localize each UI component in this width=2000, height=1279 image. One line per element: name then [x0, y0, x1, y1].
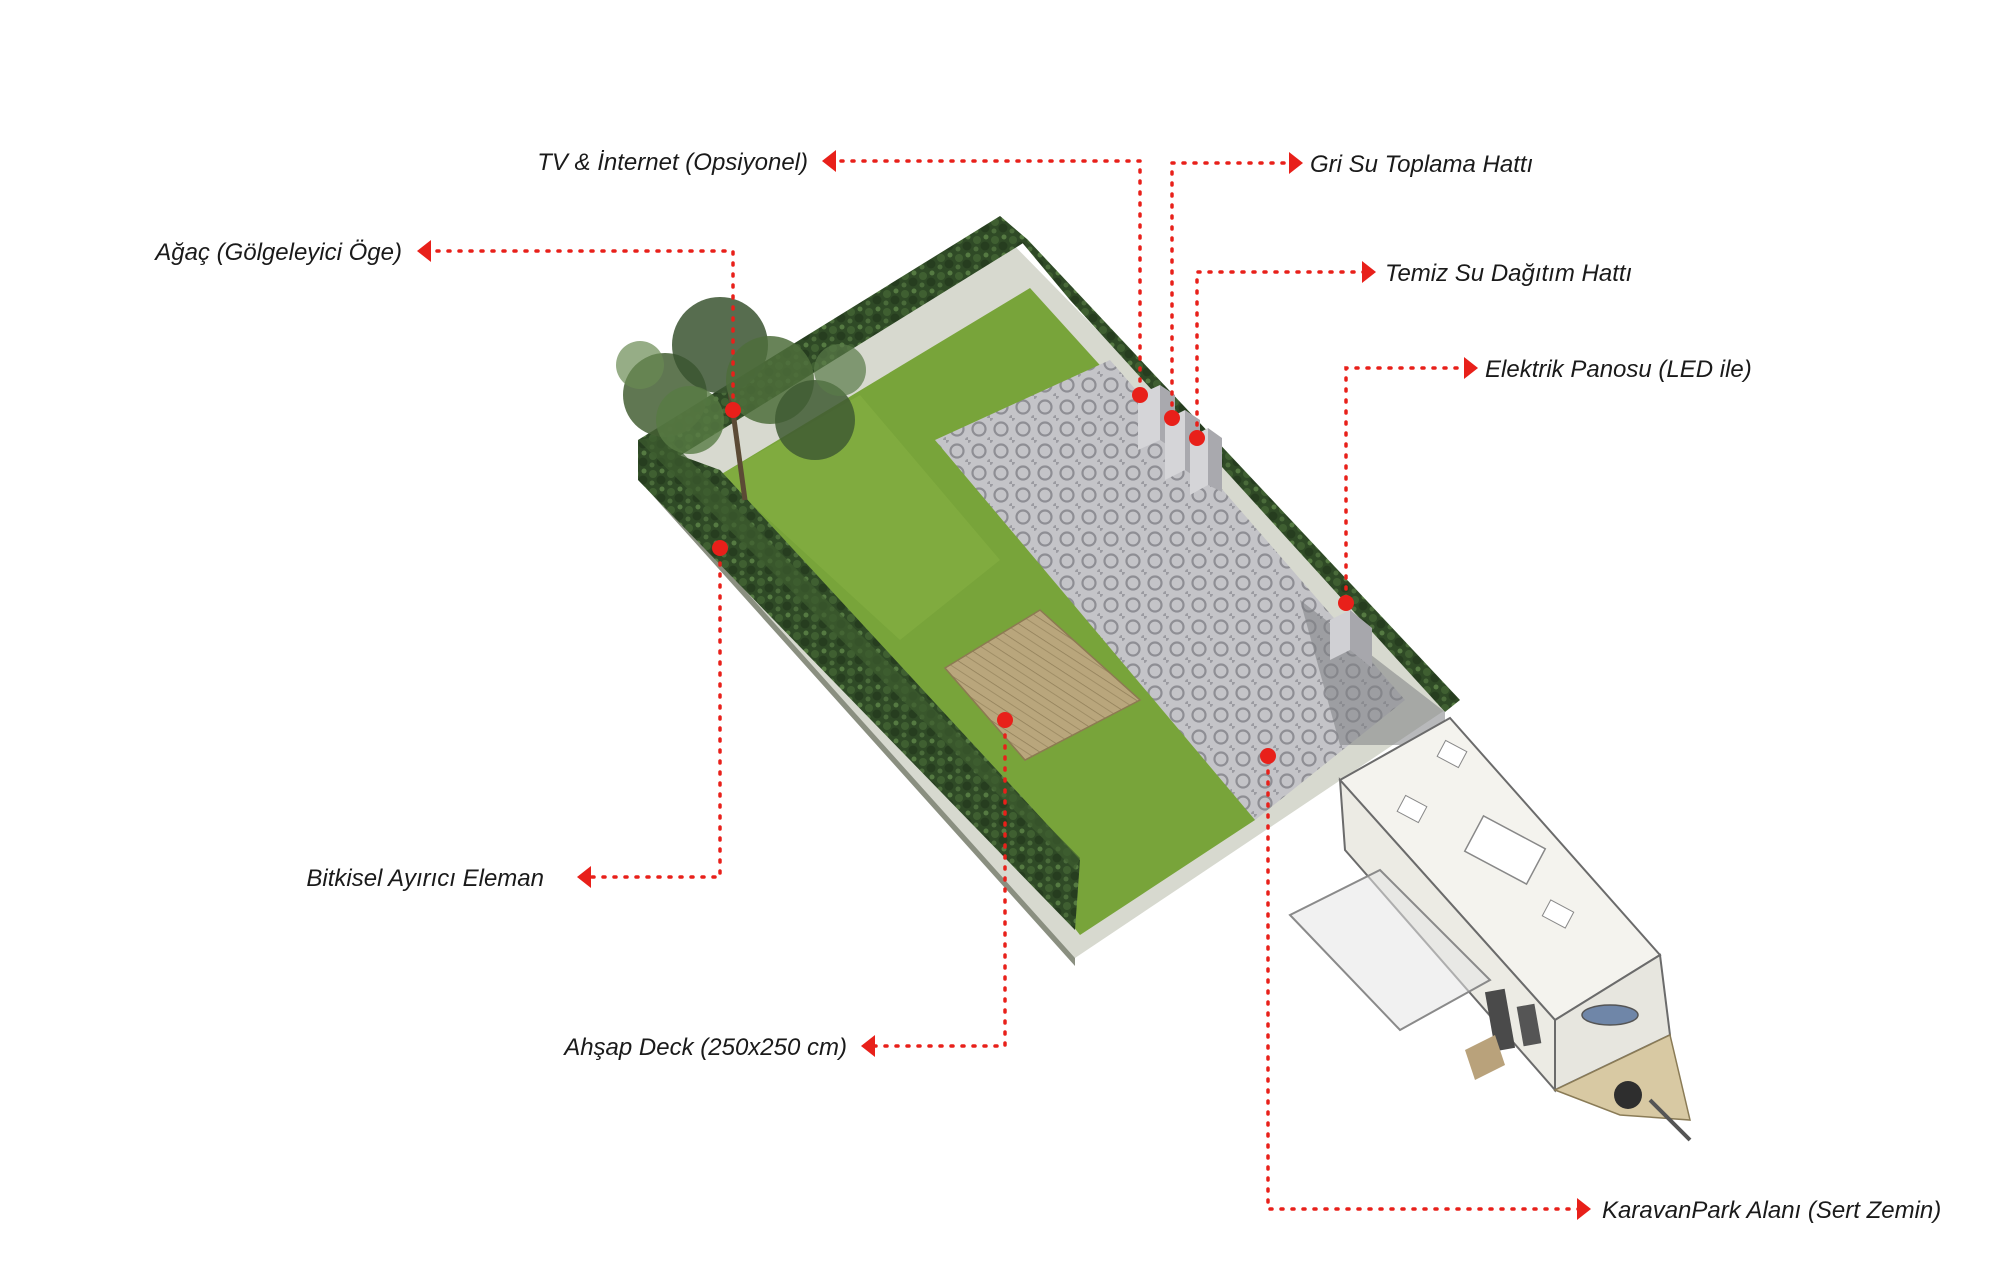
marker-dot-icon — [1164, 410, 1180, 426]
label-tv-internet: TV & İnternet (Opsiyonel) — [537, 149, 808, 176]
leader-temiz-su — [1195, 270, 1367, 438]
marker-dot-icon — [712, 540, 728, 556]
wooden-deck — [943, 609, 1142, 761]
marker-dot-icon — [1338, 595, 1354, 611]
leader-ahsap-deck — [872, 722, 1007, 1048]
arrow-right-icon — [1577, 1198, 1591, 1220]
arrow-left-icon — [822, 150, 836, 172]
label-agac: Ağaç (Gölgeleyici Öge) — [153, 239, 402, 266]
leader-agac — [428, 249, 735, 410]
label-karavan-park: KaravanPark Alanı (Sert Zemin) — [1602, 1197, 1941, 1224]
paving-area — [935, 360, 1405, 820]
hedge-left-top — [638, 435, 1080, 870]
marker-dot-icon — [997, 712, 1013, 728]
electric-panel — [1330, 610, 1372, 668]
arrow-left-icon — [577, 866, 591, 888]
label-elektrik: Elektrik Panosu (LED ile) — [1485, 356, 1752, 383]
arrow-right-icon — [1362, 261, 1376, 283]
label-gri-su: Gri Su Toplama Hattı — [1310, 151, 1533, 178]
plot-edge — [638, 471, 1075, 966]
arrow-left-icon — [417, 240, 431, 262]
marker-dot-icon — [1189, 430, 1205, 446]
tree — [616, 297, 866, 501]
hedge-left — [638, 440, 1080, 930]
caravan — [1288, 716, 1692, 1142]
lawn-shade — [720, 395, 1000, 640]
leader-bitkisel — [588, 550, 722, 879]
arrow-right-icon — [1464, 357, 1478, 379]
leader-elektrik — [1344, 366, 1469, 602]
label-bitkisel: Bitkisel Ayırıcı Eleman — [306, 865, 544, 892]
marker-dot-icon — [725, 402, 741, 418]
label-temiz-su: Temiz Su Dağıtım Hattı — [1385, 260, 1632, 287]
label-ahsap-deck: Ahşap Deck (250x250 cm) — [562, 1034, 847, 1061]
leader-gri-su — [1170, 161, 1294, 418]
arrow-right-icon — [1289, 152, 1303, 174]
marker-dot-icon — [1132, 387, 1148, 403]
arrow-left-icon — [861, 1035, 875, 1057]
leader-tv-internet — [833, 159, 1142, 394]
marker-dot-icon — [1260, 748, 1276, 764]
